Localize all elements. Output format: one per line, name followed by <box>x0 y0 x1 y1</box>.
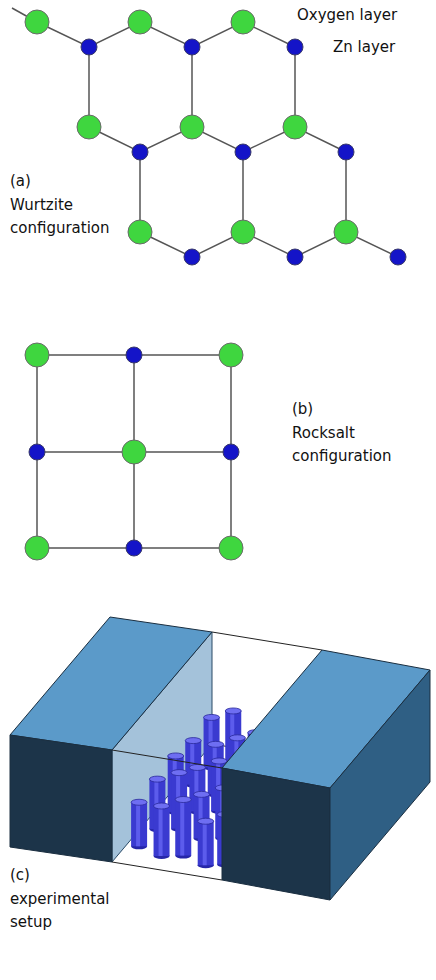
oxygen-atoms <box>25 10 358 244</box>
zinc-atoms <box>81 39 406 265</box>
nanorod <box>154 803 170 859</box>
panel-letter: (b) <box>292 398 352 421</box>
layer-label: Zn layer <box>333 36 428 59</box>
nanorod <box>198 818 214 868</box>
rocksalt-bonds <box>37 355 231 548</box>
setup-floor <box>112 750 222 880</box>
right-electrode <box>222 650 430 900</box>
nanorod <box>131 799 147 849</box>
left-electrode <box>10 617 212 862</box>
panel-letter: (a) <box>10 170 70 193</box>
nanorod <box>175 797 191 859</box>
layer-label: Oxygen layer <box>297 4 427 27</box>
oxygen-atoms <box>25 343 243 560</box>
panel-letter: (c) <box>10 864 70 887</box>
panel-caption: experimental setup <box>10 888 128 934</box>
zinc-atoms <box>29 347 239 556</box>
panel-caption: Wurtzite configuration <box>10 194 128 240</box>
panel-caption: Rocksalt configuration <box>292 422 422 468</box>
